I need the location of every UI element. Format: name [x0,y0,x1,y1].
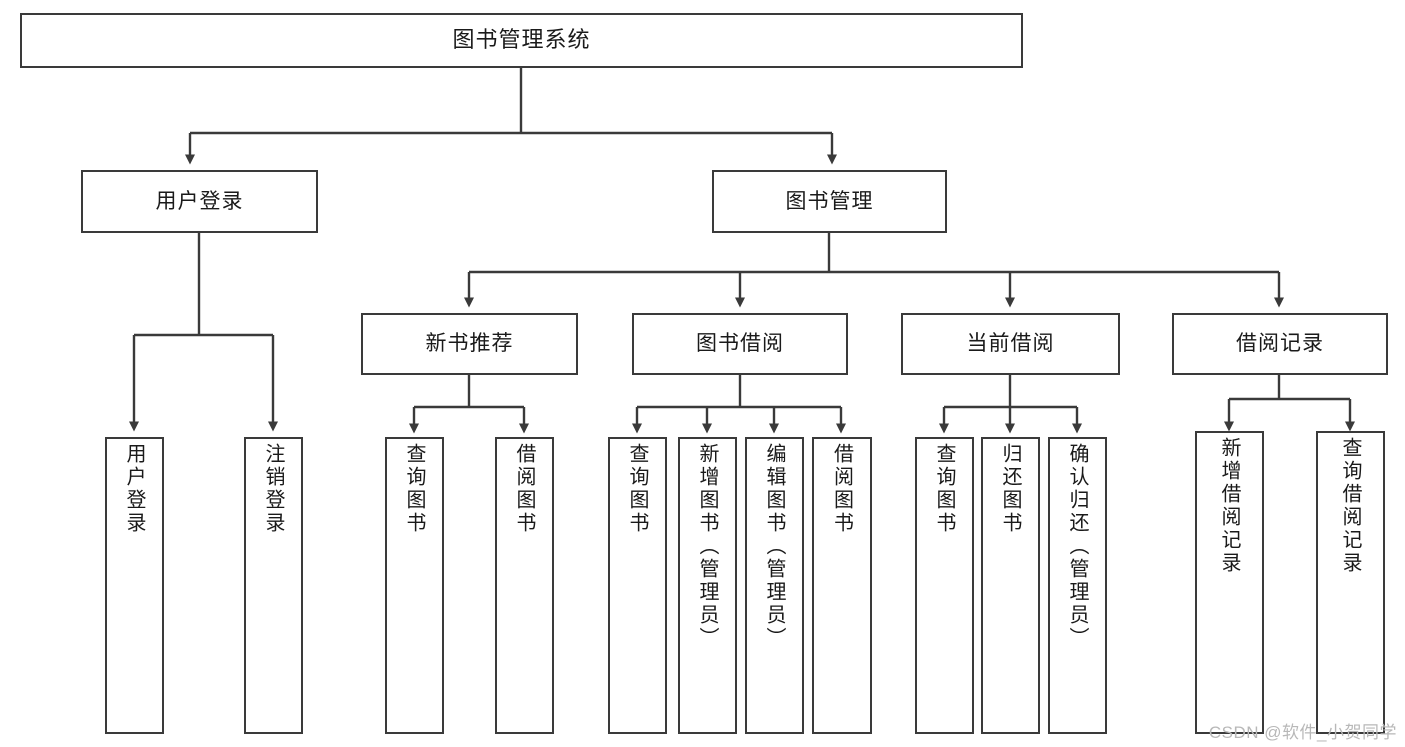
node-label: 用户登录 [155,189,244,213]
node-label: 用户登录 [123,443,145,535]
node-label: 新增借阅记录 [1218,437,1240,575]
node-label: 编辑图书（管理员） [763,443,785,650]
leaf-confirm-return[interactable]: 确认归还（管理员） [1048,437,1107,734]
node-label: 借阅记录 [1236,332,1324,356]
node-label: 查询图书 [626,443,648,535]
node-label: 确认归还（管理员） [1066,443,1088,650]
node-user-login[interactable]: 用户登录 [81,170,318,233]
node-label: 查询借阅记录 [1339,437,1361,575]
node-current-borrow[interactable]: 当前借阅 [901,313,1120,375]
leaf-query-borrow-record[interactable]: 查询借阅记录 [1316,431,1385,734]
node-label: 新书推荐 [425,332,514,356]
leaf-borrow-book-1[interactable]: 借阅图书 [495,437,554,734]
node-label: 图书管理系统 [452,27,591,53]
node-label: 借阅图书 [513,443,535,535]
node-label: 图书借阅 [696,332,784,356]
node-root-title[interactable]: 图书管理系统 [20,13,1023,68]
node-label: 注销登录 [262,443,284,535]
leaf-add-borrow-record[interactable]: 新增借阅记录 [1195,431,1264,734]
node-book-management[interactable]: 图书管理 [712,170,947,233]
leaf-return-book[interactable]: 归还图书 [981,437,1040,734]
node-label: 查询图书 [403,443,425,535]
leaf-borrow-book-2[interactable]: 借阅图书 [812,437,872,734]
leaf-query-book-1[interactable]: 查询图书 [385,437,444,734]
node-label: 新增图书（管理员） [696,443,718,650]
leaf-user-login[interactable]: 用户登录 [105,437,164,734]
node-label: 图书管理 [785,189,874,213]
node-book-borrow[interactable]: 图书借阅 [632,313,848,375]
node-new-book-recommend[interactable]: 新书推荐 [361,313,578,375]
node-label: 查询图书 [933,443,955,535]
leaf-add-book[interactable]: 新增图书（管理员） [678,437,737,734]
leaf-edit-book[interactable]: 编辑图书（管理员） [745,437,804,734]
node-label: 归还图书 [999,443,1021,535]
node-label: 借阅图书 [830,443,853,535]
leaf-query-book-2[interactable]: 查询图书 [608,437,667,734]
node-label: 当前借阅 [966,332,1055,356]
node-borrow-record[interactable]: 借阅记录 [1172,313,1388,375]
leaf-logout-login[interactable]: 注销登录 [244,437,303,734]
leaf-query-book-3[interactable]: 查询图书 [915,437,974,734]
